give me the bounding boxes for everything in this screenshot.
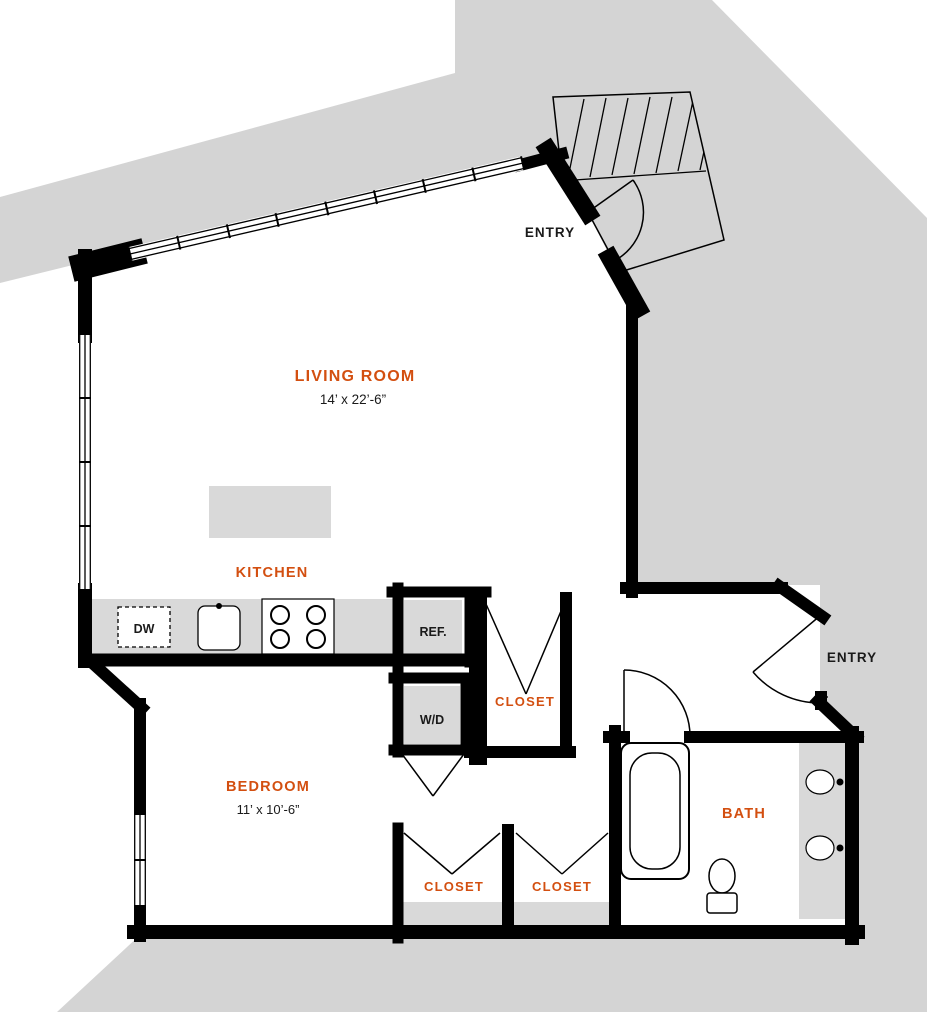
closet-shelf — [514, 902, 609, 926]
bedroom-label: BEDROOM — [226, 779, 310, 795]
main-entry-label: ENTRY — [525, 225, 575, 240]
faucet-icon — [836, 778, 844, 786]
bedroom-closet-label: CLOSET — [424, 879, 484, 894]
unit-floor — [85, 155, 852, 930]
hall-closet-bifold-door — [485, 603, 565, 695]
kitchen-island — [209, 486, 331, 538]
burner-icon — [270, 605, 290, 625]
vanity-sink — [805, 769, 835, 795]
stair-hatch-icon — [559, 95, 717, 182]
interior-walls — [78, 582, 864, 944]
burner-icon — [270, 629, 290, 649]
refrigerator — [404, 600, 462, 654]
cooktop — [261, 598, 335, 655]
hall-closet-label: CLOSET — [495, 694, 555, 709]
living-room-dims: 14’ x 22’-6” — [320, 392, 386, 407]
kitchen-label: KITCHEN — [236, 565, 309, 581]
bedroom-dims: 11’ x 10’-6” — [237, 802, 300, 817]
toilet — [706, 858, 738, 914]
window-wall-slanted — [127, 156, 526, 262]
side-entry-label: ENTRY — [827, 650, 877, 665]
refrigerator-label: REF. — [419, 625, 446, 639]
bedroom-window — [134, 813, 146, 907]
exterior-walls — [68, 137, 865, 945]
main-entry-door-swing — [587, 179, 645, 263]
closet-shelf — [402, 902, 505, 926]
hall-closet2-label: CLOSET — [532, 879, 592, 894]
vanity — [799, 743, 845, 919]
washer-dryer — [404, 686, 460, 744]
dishwasher-label: DW — [134, 622, 155, 636]
bedroom-door-bifold — [401, 753, 465, 797]
faucet-icon — [216, 603, 222, 609]
bath-label: BATH — [722, 806, 766, 822]
living-room-label: LIVING ROOM — [295, 368, 416, 385]
side-entry-door-swing — [752, 614, 828, 704]
burner-icon — [306, 605, 326, 625]
hall-closet2-bifold-door — [515, 832, 609, 875]
bath-door-swing — [623, 669, 691, 738]
window-wall-left — [79, 333, 91, 591]
faucet-icon — [836, 844, 844, 852]
bathtub — [620, 742, 690, 880]
bedroom-closet-bifold-door — [403, 832, 501, 875]
burner-icon — [306, 629, 326, 649]
washer-dryer-label: W/D — [420, 713, 444, 727]
vanity-sink — [805, 835, 835, 861]
dishwasher — [117, 606, 171, 648]
kitchen-sink — [197, 603, 241, 651]
